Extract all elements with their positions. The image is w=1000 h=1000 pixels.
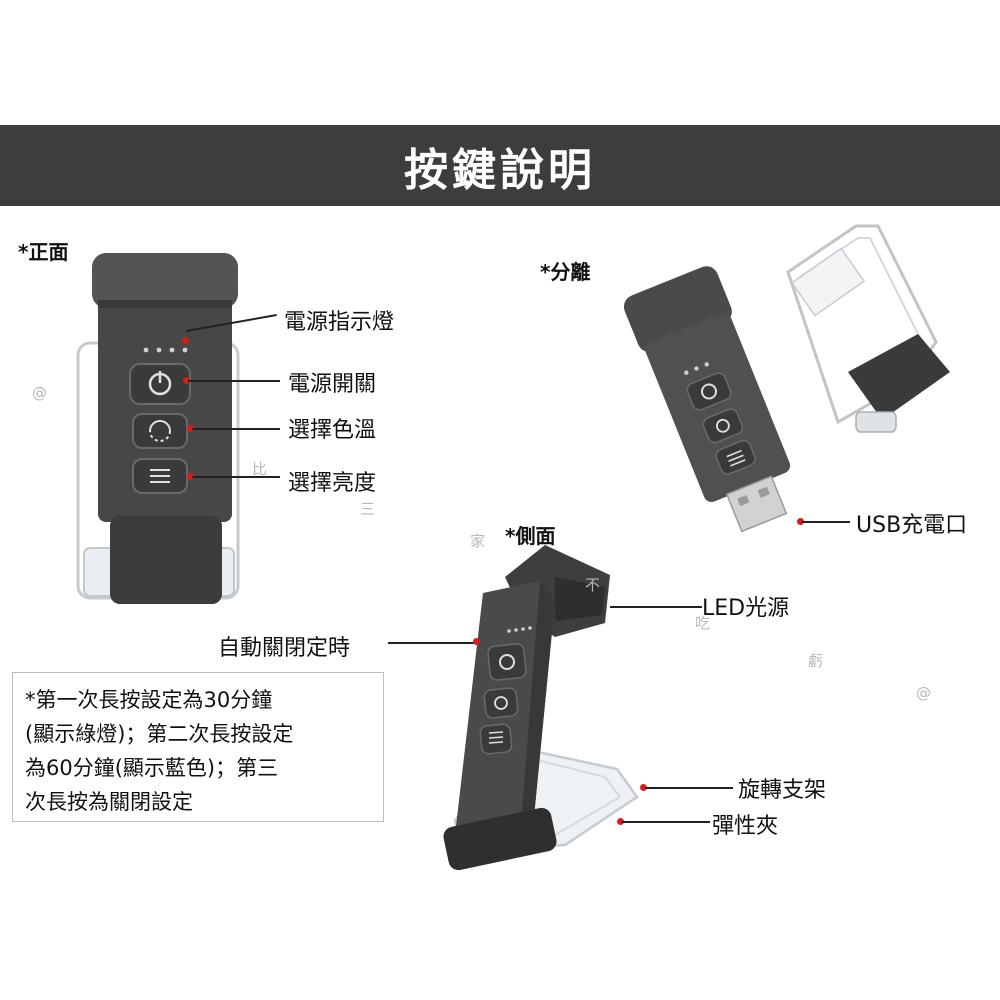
callout-led-source: LED光源: [702, 596, 790, 621]
leader-line-usb: [802, 521, 850, 523]
leader-dot-usb: [797, 518, 804, 525]
leader-line-clip: [622, 821, 710, 823]
side-view-device: [443, 545, 639, 871]
note-line: (顯示綠燈)；第二次長按設定: [25, 722, 294, 746]
leader-dot-stand: [640, 784, 647, 791]
leader-line-stand: [645, 787, 733, 789]
page-title: 按鍵說明: [404, 144, 596, 196]
leader-line-led: [610, 606, 702, 608]
leader-dot-brightness: [187, 473, 194, 480]
header-banner: 按鍵說明: [0, 125, 1000, 206]
callout-rotating-stand: 旋轉支架: [738, 778, 827, 803]
separated-clip-stand: [786, 224, 950, 433]
note-line: 次長按為關閉設定: [25, 790, 193, 814]
callout-power-switch: 電源開關: [288, 372, 377, 397]
callout-auto-off-timer: 自動關閉定時: [218, 636, 351, 661]
watermark: @: [916, 684, 931, 702]
leader-dot-power: [183, 377, 190, 384]
callout-usb-charging: USB充電口: [856, 513, 968, 538]
watermark: 吃: [695, 614, 711, 632]
separated-light-module: [623, 266, 791, 533]
note-line: *第一次長按設定為30分鐘: [25, 688, 273, 712]
front-view-device: [76, 253, 240, 604]
callout-color-temp: 選擇色溫: [288, 418, 377, 443]
callout-brightness: 選擇亮度: [288, 471, 377, 496]
callout-spring-clip: 彈性夾: [712, 814, 779, 839]
section-label-separate: *分離: [540, 260, 591, 284]
watermark: @: [32, 384, 47, 402]
leader-line-color-temp: [192, 428, 280, 430]
leader-line-power: [188, 380, 280, 382]
leader-line-brightness: [192, 476, 280, 478]
leader-dot-auto-off: [473, 638, 480, 645]
watermark: 虧: [808, 652, 824, 670]
leader-dot-indicator: [182, 337, 189, 344]
note-line: 為60分鐘(顯示藍色)；第三: [25, 756, 279, 780]
section-label-side: *側面: [505, 524, 556, 548]
leader-dot-clip: [617, 818, 624, 825]
timer-note-box: *第一次長按設定為30分鐘 (顯示綠燈)；第二次長按設定 為60分鐘(顯示藍色)…: [12, 672, 384, 822]
callout-power-indicator: 電源指示燈: [284, 310, 395, 335]
watermark: 不: [585, 576, 601, 594]
section-label-front: *正面: [18, 240, 69, 264]
leader-line-auto-off: [388, 642, 474, 644]
leader-dot-color-temp: [187, 425, 194, 432]
watermark: 家: [470, 532, 486, 550]
watermark: 比: [252, 460, 268, 478]
watermark: 三: [360, 500, 376, 518]
